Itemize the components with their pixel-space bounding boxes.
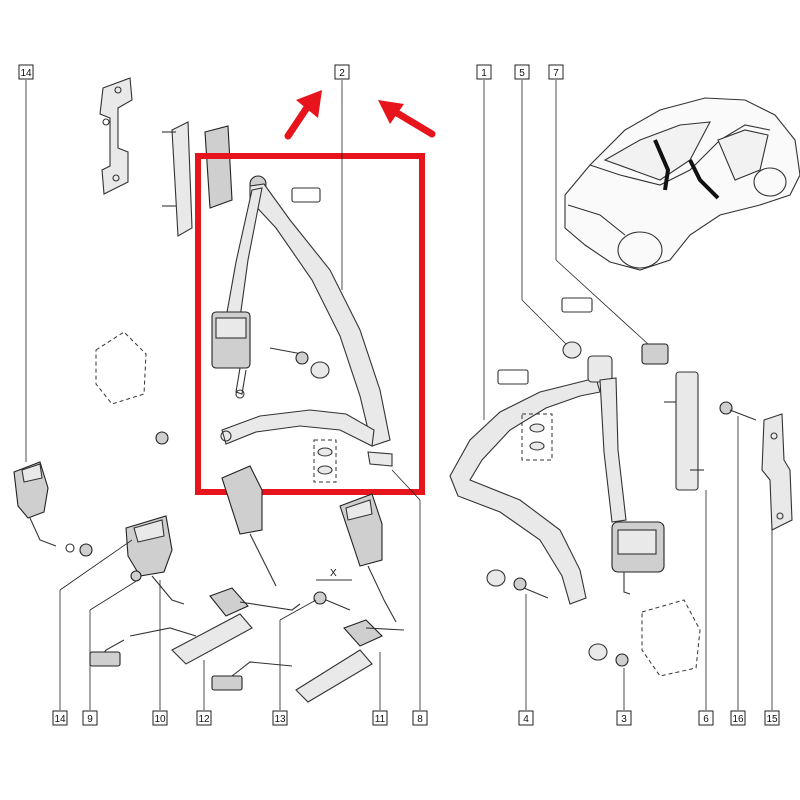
dimension-x-label: X <box>330 568 337 579</box>
svg-text:4: 4 <box>523 714 529 725</box>
svg-text:8: 8 <box>417 714 423 725</box>
callout-16: 16 <box>730 710 746 726</box>
seat-belt-assembly-2 <box>211 175 393 483</box>
svg-text:7: 7 <box>553 68 559 79</box>
callout-3: 3 <box>616 710 632 726</box>
arrow-left-icon <box>284 90 322 140</box>
svg-text:14: 14 <box>54 714 66 725</box>
callout-9: 9 <box>82 710 98 726</box>
svg-text:5: 5 <box>519 68 525 79</box>
svg-text:16: 16 <box>732 714 744 725</box>
svg-text:15: 15 <box>766 714 778 725</box>
leader-lines <box>25 80 773 710</box>
callout-11: 11 <box>372 710 388 726</box>
svg-text:11: 11 <box>375 714 386 725</box>
callout-7: 7 <box>548 64 564 80</box>
callout-4: 4 <box>518 710 534 726</box>
svg-text:13: 13 <box>274 714 286 725</box>
svg-text:10: 10 <box>154 714 166 725</box>
callout-12: 12 <box>196 710 212 726</box>
callout-14-bottom: 14 <box>52 710 68 726</box>
svg-text:2: 2 <box>339 68 345 79</box>
highlight-arrows <box>284 90 436 140</box>
anchor-bracket-left <box>99 77 133 195</box>
callout-13: 13 <box>272 710 288 726</box>
svg-text:14: 14 <box>20 68 32 79</box>
svg-text:3: 3 <box>621 714 627 725</box>
svg-text:12: 12 <box>198 714 210 725</box>
callout-10: 10 <box>152 710 168 726</box>
svg-text:6: 6 <box>703 714 709 725</box>
callout-6: 6 <box>698 710 714 726</box>
highlight-frame <box>195 153 425 495</box>
callout-1: 1 <box>476 64 492 80</box>
svg-text:1: 1 <box>481 68 487 79</box>
callout-2: 2 <box>334 64 350 80</box>
svg-text:9: 9 <box>87 714 93 725</box>
callout-5: 5 <box>514 64 530 80</box>
callout-15: 15 <box>764 710 780 726</box>
buckle-assemblies: X <box>13 331 405 703</box>
height-adjuster-rail <box>162 121 233 237</box>
callout-8: 8 <box>412 710 428 726</box>
callout-14-top: 14 <box>18 64 34 80</box>
arrow-right-icon <box>378 100 436 138</box>
seat-belt-assembly-1 <box>449 297 793 677</box>
car-illustration <box>564 97 800 271</box>
